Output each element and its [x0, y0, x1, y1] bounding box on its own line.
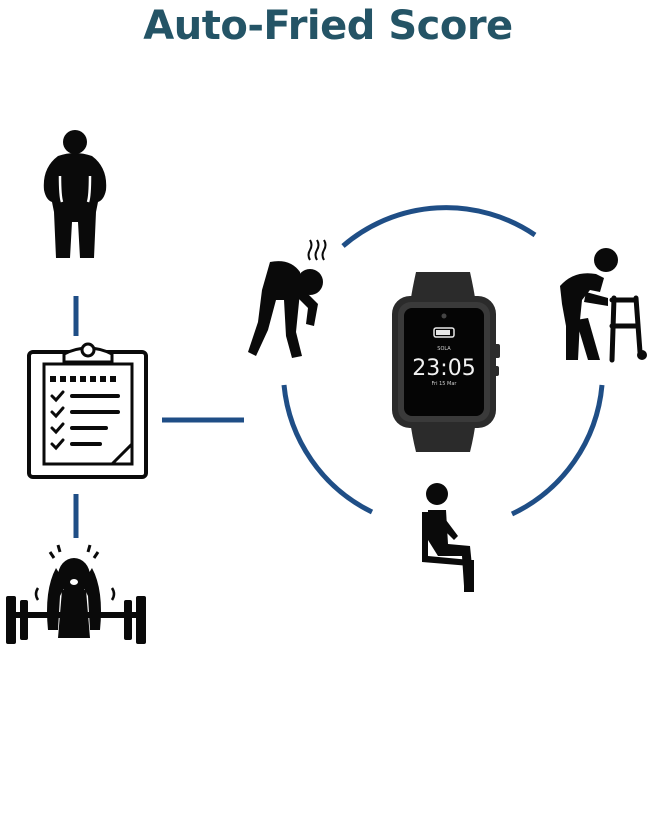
watch-brand: SOLA: [437, 346, 451, 352]
ring-arc-left: [281, 384, 374, 515]
ring-arcs: [281, 205, 605, 517]
exhausted-person-icon: [248, 239, 327, 358]
walker-elderly-icon: [560, 248, 647, 363]
weightlifter-icon: [6, 544, 146, 644]
watch-date: Fri 15 Mar: [432, 381, 458, 387]
smartwatch-icon: [392, 272, 500, 452]
obese-person-icon: [43, 130, 107, 258]
clipboard-checklist-icon: [27, 342, 148, 479]
ring-arc-right: [510, 384, 605, 517]
connector-lines: [73, 296, 244, 538]
page-title: Auto-Fried Score: [143, 3, 513, 49]
watch-time: 23:05: [412, 356, 475, 381]
ring-arc-top: [341, 205, 537, 248]
seated-person-icon: [422, 483, 474, 592]
